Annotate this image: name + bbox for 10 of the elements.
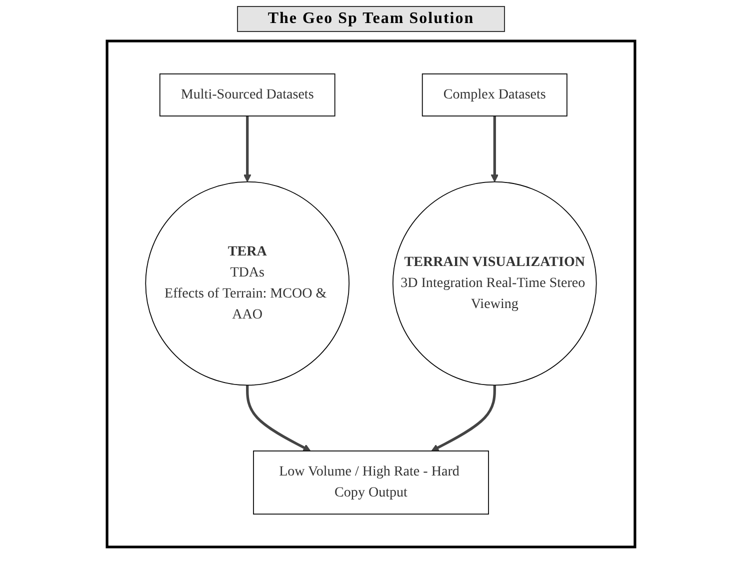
arrow (490, 116, 498, 182)
node-box (422, 73, 568, 116)
title-banner: The Geo Sp Team Solution (236, 6, 506, 32)
arrow (246, 385, 311, 452)
node-circle (145, 181, 350, 386)
arrow (244, 116, 252, 182)
node-circle (392, 181, 597, 386)
node-box (253, 450, 489, 515)
node-box (159, 73, 336, 116)
arrow (431, 385, 496, 452)
